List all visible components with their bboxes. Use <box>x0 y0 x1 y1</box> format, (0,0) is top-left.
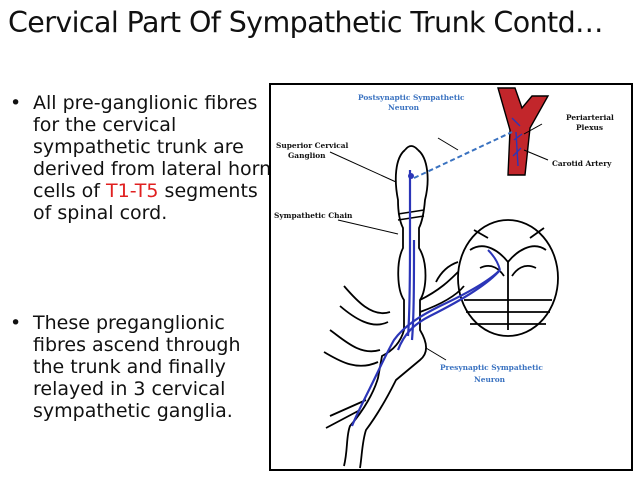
spinal-cord-shape <box>435 219 559 337</box>
bullet-2-line-4: relayed in 3 cervical <box>33 378 226 400</box>
bullet-1-line-3: sympathetic trunk are <box>33 136 244 158</box>
label-postsynaptic-line-2: Neuron <box>388 103 420 112</box>
sympathetic-trunk-diagram: Postsynaptic Sympathetic Neuron Periarte… <box>262 80 636 474</box>
bullet-1-line-1: All pre-ganglionic fibres <box>33 92 258 114</box>
bullet-1-line-5: cells of T1-T5 segments <box>33 180 271 202</box>
line-5-start: cells of <box>33 180 106 202</box>
label-postsynaptic-line-1: Postsynaptic Sympathetic <box>358 93 465 102</box>
bullet-dot: • <box>10 312 22 334</box>
label-periarterial-line-1: Periarterial <box>566 113 614 122</box>
figure-frame <box>269 83 633 471</box>
label-presynaptic-line-2: Neuron <box>474 375 506 384</box>
label-pointers <box>329 123 549 361</box>
bullet-2-line-5: sympathetic ganglia. <box>33 400 233 422</box>
bullet-1-line-2: for the cervical <box>33 114 177 136</box>
bullet-2-line-1: These preganglionic <box>33 312 225 334</box>
neuron-paths <box>350 131 513 427</box>
bullet-text-1: All pre-ganglionic fibres for the cervic… <box>33 92 271 224</box>
label-periarterial-line-2: Plexus <box>576 123 603 132</box>
bullet-2-line-2: fibres ascend through <box>33 334 241 356</box>
bullet-text-2: These preganglionic fibres ascend throug… <box>33 312 241 422</box>
label-carotid-artery: Carotid Artery <box>552 159 612 168</box>
bullet-2-line-3: the trunk and finally <box>33 356 226 378</box>
bullet-1-line-6: of spinal cord. <box>33 202 168 224</box>
line-5-end: segments <box>158 180 258 202</box>
sympathetic-chain-shape <box>323 145 465 469</box>
slide-title: Cervical Part Of Sympathetic Trunk Contd… <box>8 6 604 39</box>
bullet-dot: • <box>10 92 22 114</box>
label-sympathetic-chain: Sympathetic Chain <box>274 211 353 220</box>
label-presynaptic-line-1: Presynaptic Sympathetic <box>440 363 543 372</box>
label-superior-ganglion-line-2: Ganglion <box>288 151 326 160</box>
diagram-svg: Postsynaptic Sympathetic Neuron Periarte… <box>269 83 633 471</box>
label-superior-ganglion-line-1: Superior Cervical <box>276 141 349 150</box>
bullet-1-line-4: derived from lateral horn <box>33 158 272 180</box>
carotid-artery-shape <box>497 87 550 176</box>
bullet-item-2: • These preganglionic fibres ascend thro… <box>10 312 272 430</box>
segment-highlight: T1-T5 <box>106 180 159 202</box>
bullet-item-1: • All pre-ganglionic fibres for the cerv… <box>10 92 272 232</box>
